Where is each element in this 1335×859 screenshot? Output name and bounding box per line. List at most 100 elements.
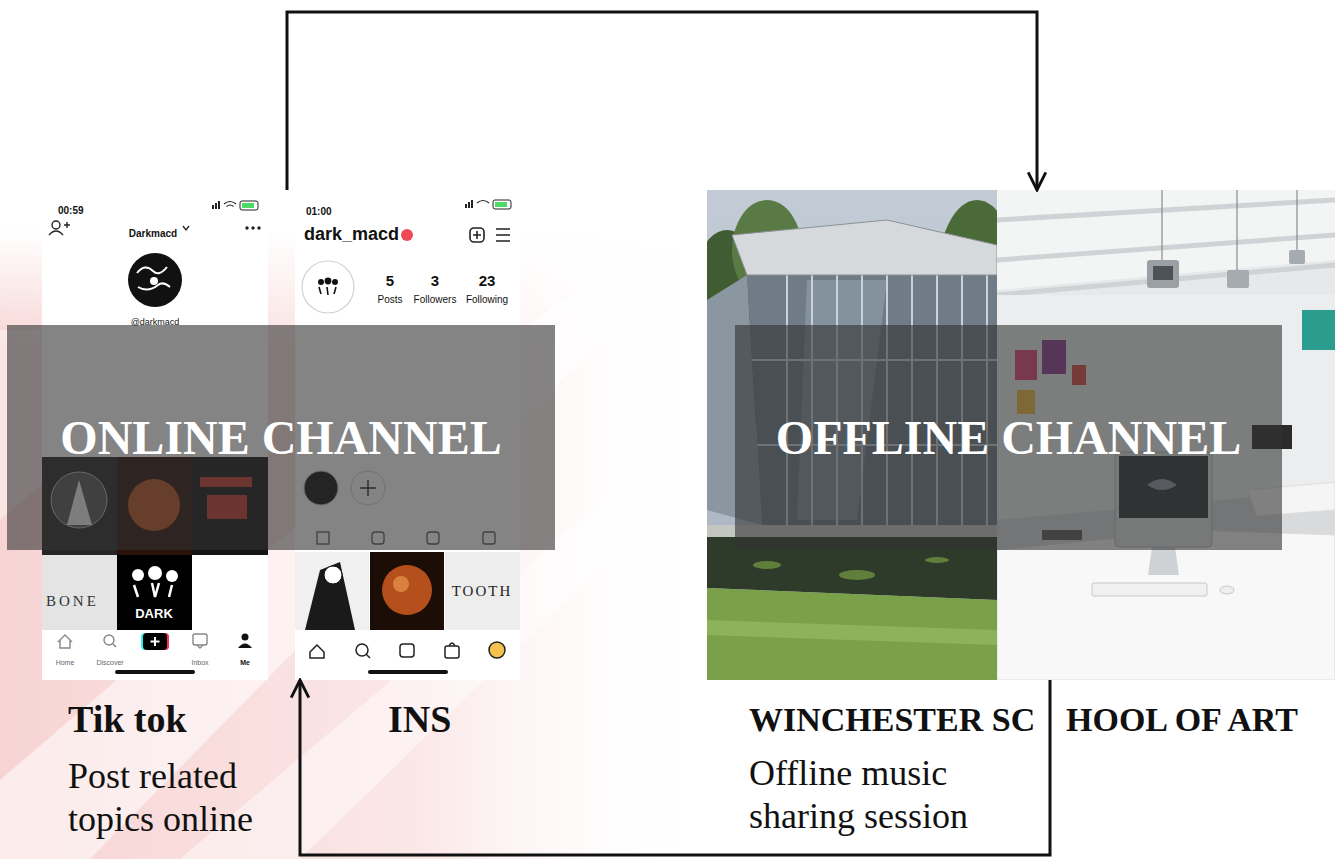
- profile-avatar: [319, 287, 336, 295]
- video-thumbnails: [42, 555, 117, 630]
- flow-arrow: [287, 12, 1037, 190]
- tab-bar-icons: [489, 642, 505, 658]
- notification-badge: [401, 229, 413, 241]
- label-holder: Home: [56, 651, 75, 669]
- profile-avatar: [128, 253, 182, 307]
- tab-bar-icons: [113, 644, 116, 647]
- video-thumbnails: [117, 555, 192, 630]
- add-friend-icon: [52, 221, 60, 229]
- pond: [839, 570, 875, 580]
- profile-avatar: [150, 277, 158, 285]
- label-holder: BONE: [46, 592, 99, 610]
- more-icon: [245, 226, 248, 229]
- tab-bar-icons: [143, 633, 167, 650]
- screen-text: Inbox: [191, 659, 208, 666]
- caption-holder: WINCHESTER SC: [749, 700, 1035, 739]
- screen-text: Posts: [377, 294, 402, 305]
- tab-bar-icons: [367, 655, 371, 659]
- label-holder: 3: [431, 272, 439, 290]
- computer: [1220, 586, 1234, 594]
- label-holder: 00:59: [58, 200, 84, 218]
- tab-bar-icons: [356, 644, 368, 656]
- label-holder: Discover: [96, 651, 123, 669]
- label-holder: 01:00: [306, 201, 332, 219]
- status-icons: [215, 203, 217, 209]
- pond: [753, 561, 781, 569]
- post-thumbnails: [382, 565, 432, 615]
- label-holder: Followers: [414, 289, 457, 307]
- video-thumbnails: [148, 566, 162, 580]
- screen-text: Darkmacd: [129, 228, 177, 239]
- profile-avatar: [325, 278, 332, 285]
- caption-heading: INS: [388, 698, 451, 740]
- hanging-lights: [1147, 190, 1305, 288]
- screen-text: dark_macd: [304, 224, 399, 244]
- pond: [925, 557, 949, 563]
- status-icons: [477, 201, 489, 204]
- label-holder: 23: [479, 272, 496, 290]
- add-friend-icon: [49, 231, 63, 235]
- title-band: ONLINE CHANNEL: [7, 325, 555, 550]
- tab-bar-icons: [310, 642, 505, 658]
- caption-holder: Post related topics online: [68, 755, 283, 841]
- status-icons: [212, 205, 214, 209]
- label-holder: Darkmacd: [129, 223, 177, 241]
- screen-text: TOOTH: [452, 583, 513, 599]
- status-icons: [242, 203, 254, 208]
- tab-bar-icons: [449, 643, 455, 646]
- home-indicator: [115, 670, 195, 674]
- header-icons: [470, 228, 510, 242]
- label-holder: DARK: [135, 604, 173, 622]
- status-icons: [212, 201, 258, 210]
- hanging-lights: [1237, 190, 1238, 270]
- more-icon: [251, 226, 254, 229]
- screen-text: 00:59: [58, 205, 84, 216]
- flow-arrow: [300, 680, 1050, 855]
- status-icons: [227, 205, 234, 207]
- caption-body: Offline music sharing session: [749, 753, 968, 836]
- more-icon: [257, 226, 260, 229]
- video-thumbnails: [132, 569, 144, 581]
- lawn: [707, 620, 997, 645]
- home-indicator: [368, 670, 448, 674]
- chevron-icon: [183, 226, 189, 230]
- caption-holder: Tik tok: [68, 698, 187, 742]
- status-icons: [224, 202, 236, 205]
- profile-avatar: [302, 261, 354, 313]
- hanging-lights: [1147, 260, 1179, 288]
- screen-text: Home: [56, 659, 75, 666]
- post-thumbnails: [295, 552, 369, 630]
- label-holder: 5: [386, 272, 394, 290]
- tab-bar-icons: [445, 646, 459, 658]
- screen-text: 3: [431, 272, 439, 289]
- hanging-lights: [1153, 266, 1173, 280]
- screen-text: Discover: [96, 659, 123, 666]
- channel-title: ONLINE CHANNEL: [60, 410, 501, 465]
- post-thumbnails: [295, 552, 520, 630]
- video-thumbnails: [166, 570, 178, 582]
- tab-bar-icons: [193, 634, 207, 645]
- status-icons: [465, 204, 467, 208]
- caption-holder: HOOL OF ART: [1066, 700, 1298, 739]
- profile-avatar: [137, 267, 167, 273]
- screen-text: 23: [479, 272, 496, 289]
- screen-text: Me: [240, 659, 250, 666]
- profile-avatar: [302, 261, 354, 313]
- profile-avatar: [318, 279, 324, 285]
- background-pattern: [0, 230, 700, 859]
- more-icon: [245, 226, 260, 229]
- status-icons: [465, 200, 511, 209]
- post-thumbnails: [370, 552, 444, 630]
- post-thumbnails: [445, 552, 520, 630]
- tab-bar-icons: [58, 635, 72, 648]
- tab-bar-icons: [242, 634, 249, 641]
- status-icons: [495, 202, 507, 207]
- post-thumbnails: [324, 566, 342, 584]
- header-icons: [496, 229, 510, 241]
- caption-heading: WINCHESTER SC: [749, 701, 1035, 738]
- status-icons: [218, 201, 220, 209]
- tab-bar-icons: [144, 633, 169, 650]
- tab-bar-icons: [58, 633, 252, 650]
- label-holder: Following: [466, 289, 508, 307]
